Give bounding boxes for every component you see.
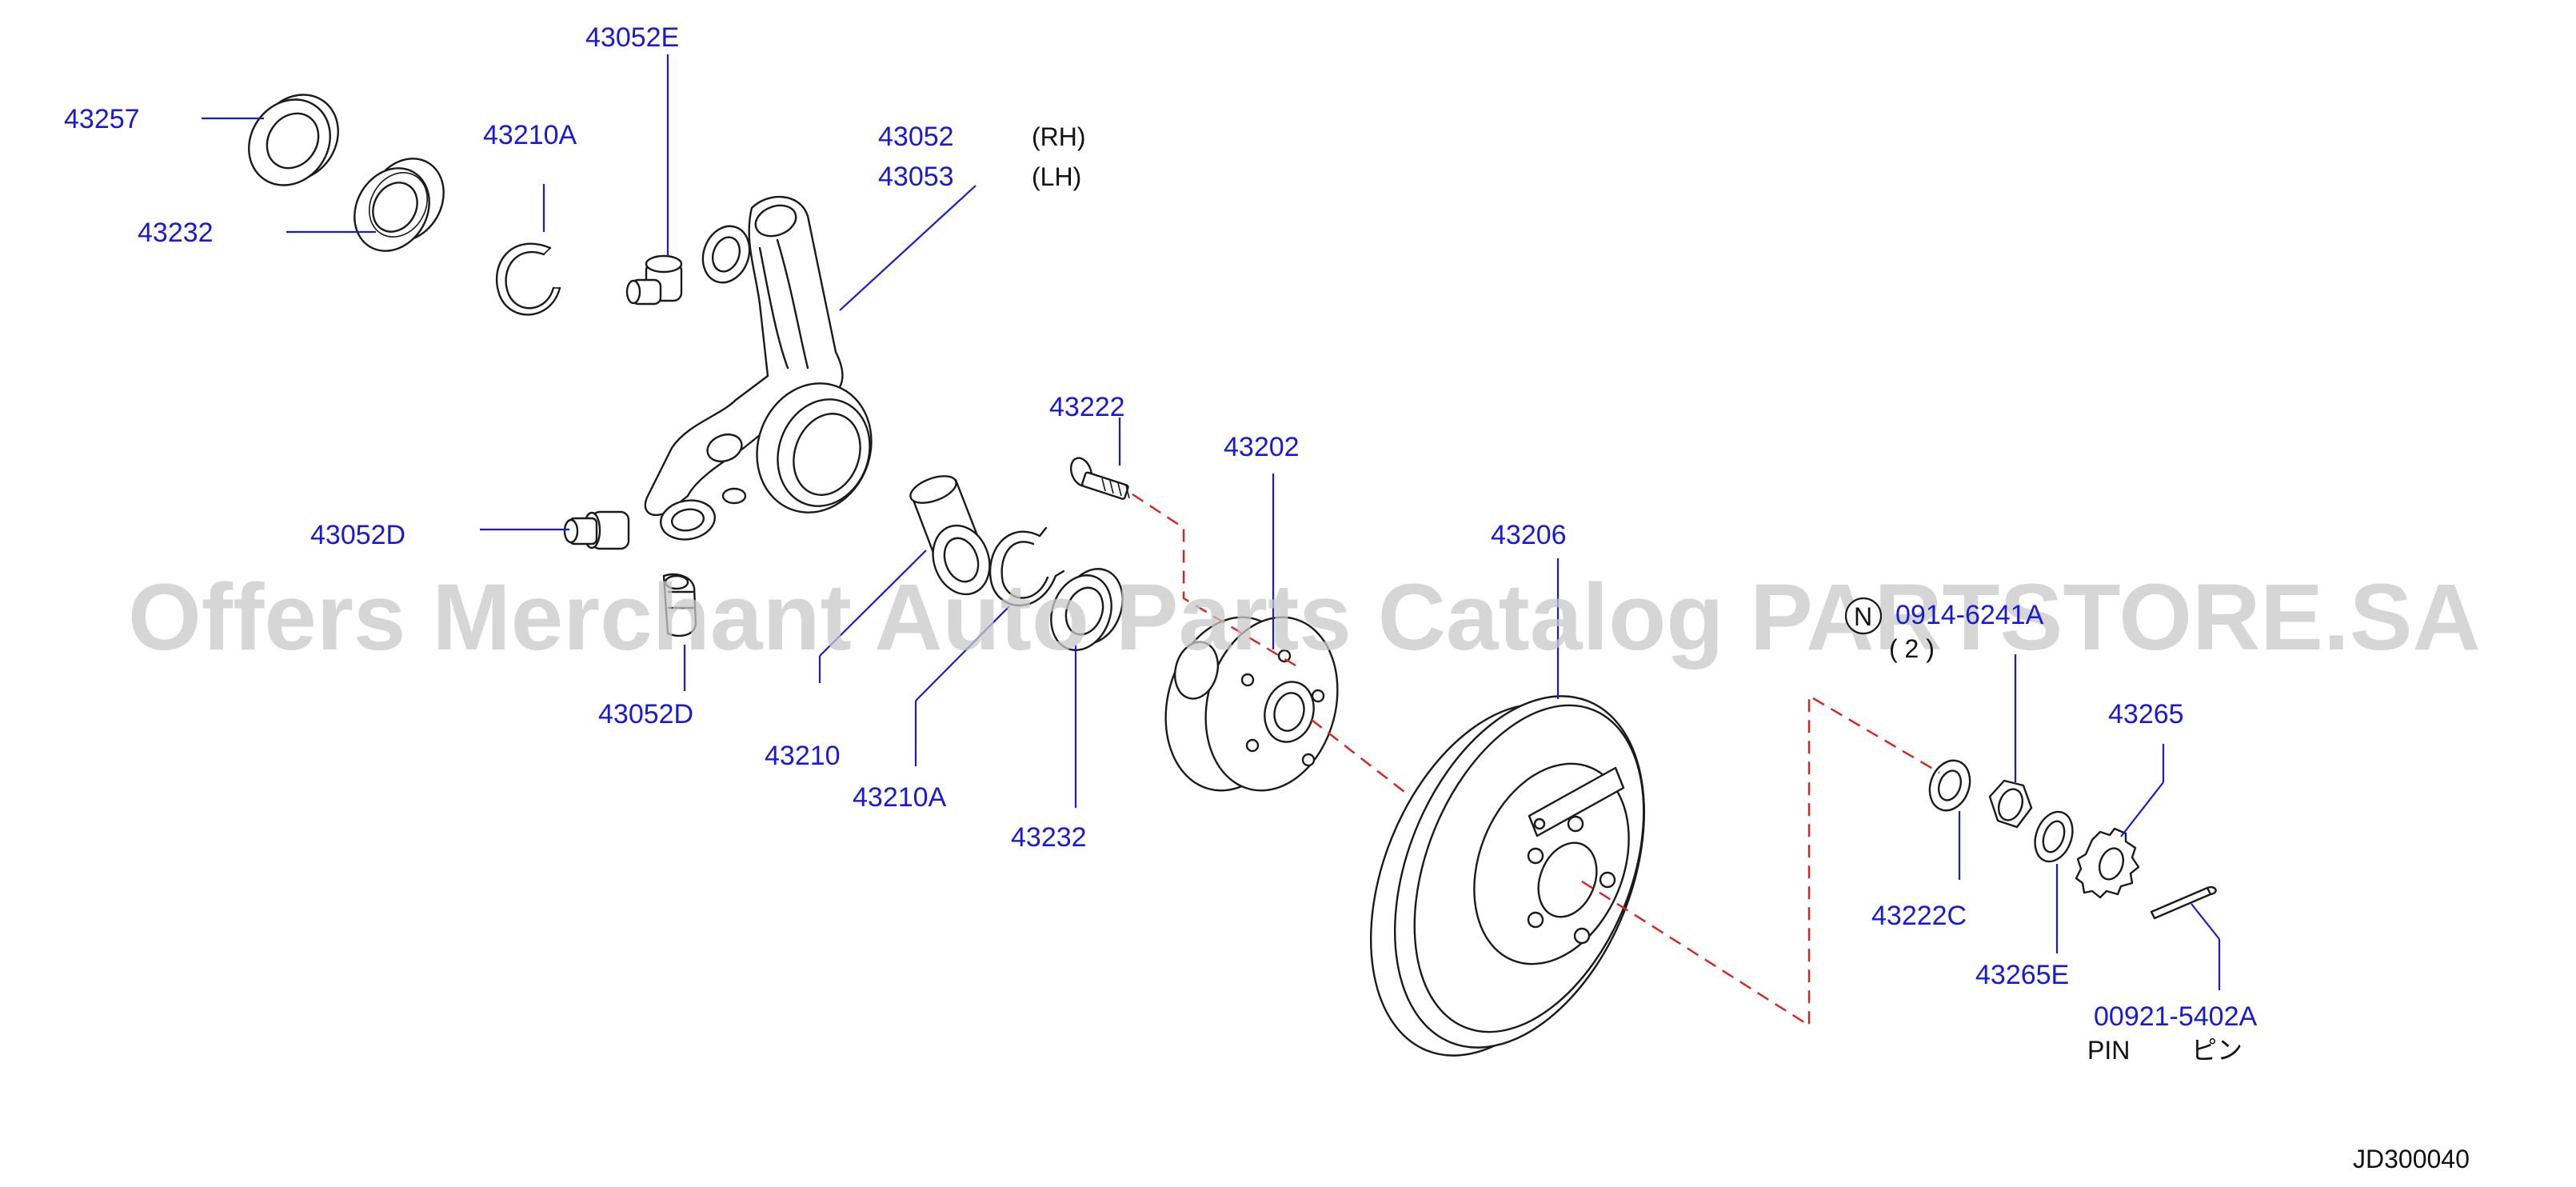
washer-drawing <box>1928 759 1971 812</box>
seal-ring-drawing <box>248 94 339 186</box>
steering-knuckle-drawing <box>644 196 873 541</box>
part-label-43206[interactable]: 43206 <box>1491 520 1567 550</box>
leader-lines <box>202 54 2221 990</box>
part-label-43210a-mid[interactable]: 43210A <box>853 782 947 813</box>
hub-bolt-drawing <box>1069 457 1130 500</box>
snap-ring-mid-drawing <box>988 526 1065 607</box>
part-label-43222[interactable]: 43222 <box>1049 392 1125 422</box>
bushing-lower-drawing <box>563 510 630 550</box>
part-label-43210a-top[interactable]: 43210A <box>483 120 577 150</box>
part-labels: 43257 43232 43210A 43052E 43052 (RH) 430… <box>64 22 2470 1173</box>
part-label-43052e[interactable]: 43052E <box>585 22 679 53</box>
pin-label-jp: ピン <box>2191 1036 2243 1065</box>
part-label-43052d-lower[interactable]: 43052D <box>598 699 693 729</box>
part-label-00921-5402a[interactable]: 00921-5402A <box>2094 1001 2258 1032</box>
nut-quantity: ( 2 ) <box>1889 634 1935 663</box>
part-label-43052d-upper[interactable]: 43052D <box>310 520 405 550</box>
bushing-split-drawing <box>662 573 697 637</box>
thrust-washer-drawing <box>2034 810 2074 863</box>
castle-cap-drawing <box>2075 827 2140 899</box>
diagram-id: JD300040 <box>2353 1145 2470 1173</box>
part-label-43232-mid[interactable]: 43232 <box>1011 822 1087 853</box>
assembly-lines <box>1132 493 1940 1028</box>
nut-symbol-label: N <box>1854 602 1872 631</box>
part-label-43222c[interactable]: 43222C <box>1871 901 1967 931</box>
nut-symbol-icon: N <box>1844 597 1883 635</box>
brake-drum-drawing <box>1370 695 1645 1057</box>
part-drawings <box>248 94 2217 1057</box>
wheel-bearing-drawing <box>909 475 991 596</box>
snap-ring-drawing <box>495 242 561 316</box>
side-label-rh: (RH) <box>1032 122 1086 151</box>
cotter-pin-drawing <box>2150 885 2217 920</box>
oil-seal-mid-drawing <box>1050 568 1124 651</box>
side-label-lh: (LH) <box>1032 162 1081 191</box>
part-label-43210[interactable]: 43210 <box>765 741 841 771</box>
part-label-nut[interactable]: 0914-6241A <box>1895 600 2044 630</box>
watermark-text: Offers Merchant Auto Parts Catalog PARTS… <box>128 565 2481 670</box>
bushing-top-drawing <box>625 254 683 306</box>
pin-label: PIN <box>2087 1036 2130 1065</box>
wheel-hub-drawing <box>1164 616 1339 792</box>
part-label-43257[interactable]: 43257 <box>64 104 140 134</box>
part-label-43052[interactable]: 43052 <box>878 122 954 152</box>
oil-seal-drawing <box>353 158 445 252</box>
part-label-43265[interactable]: 43265 <box>2108 699 2184 729</box>
hub-nut-drawing <box>1988 779 2033 829</box>
part-label-43232-top[interactable]: 43232 <box>138 218 214 248</box>
part-label-43202[interactable]: 43202 <box>1224 432 1300 462</box>
part-label-43265e[interactable]: 43265E <box>1975 960 2069 990</box>
part-label-43053[interactable]: 43053 <box>878 162 954 192</box>
